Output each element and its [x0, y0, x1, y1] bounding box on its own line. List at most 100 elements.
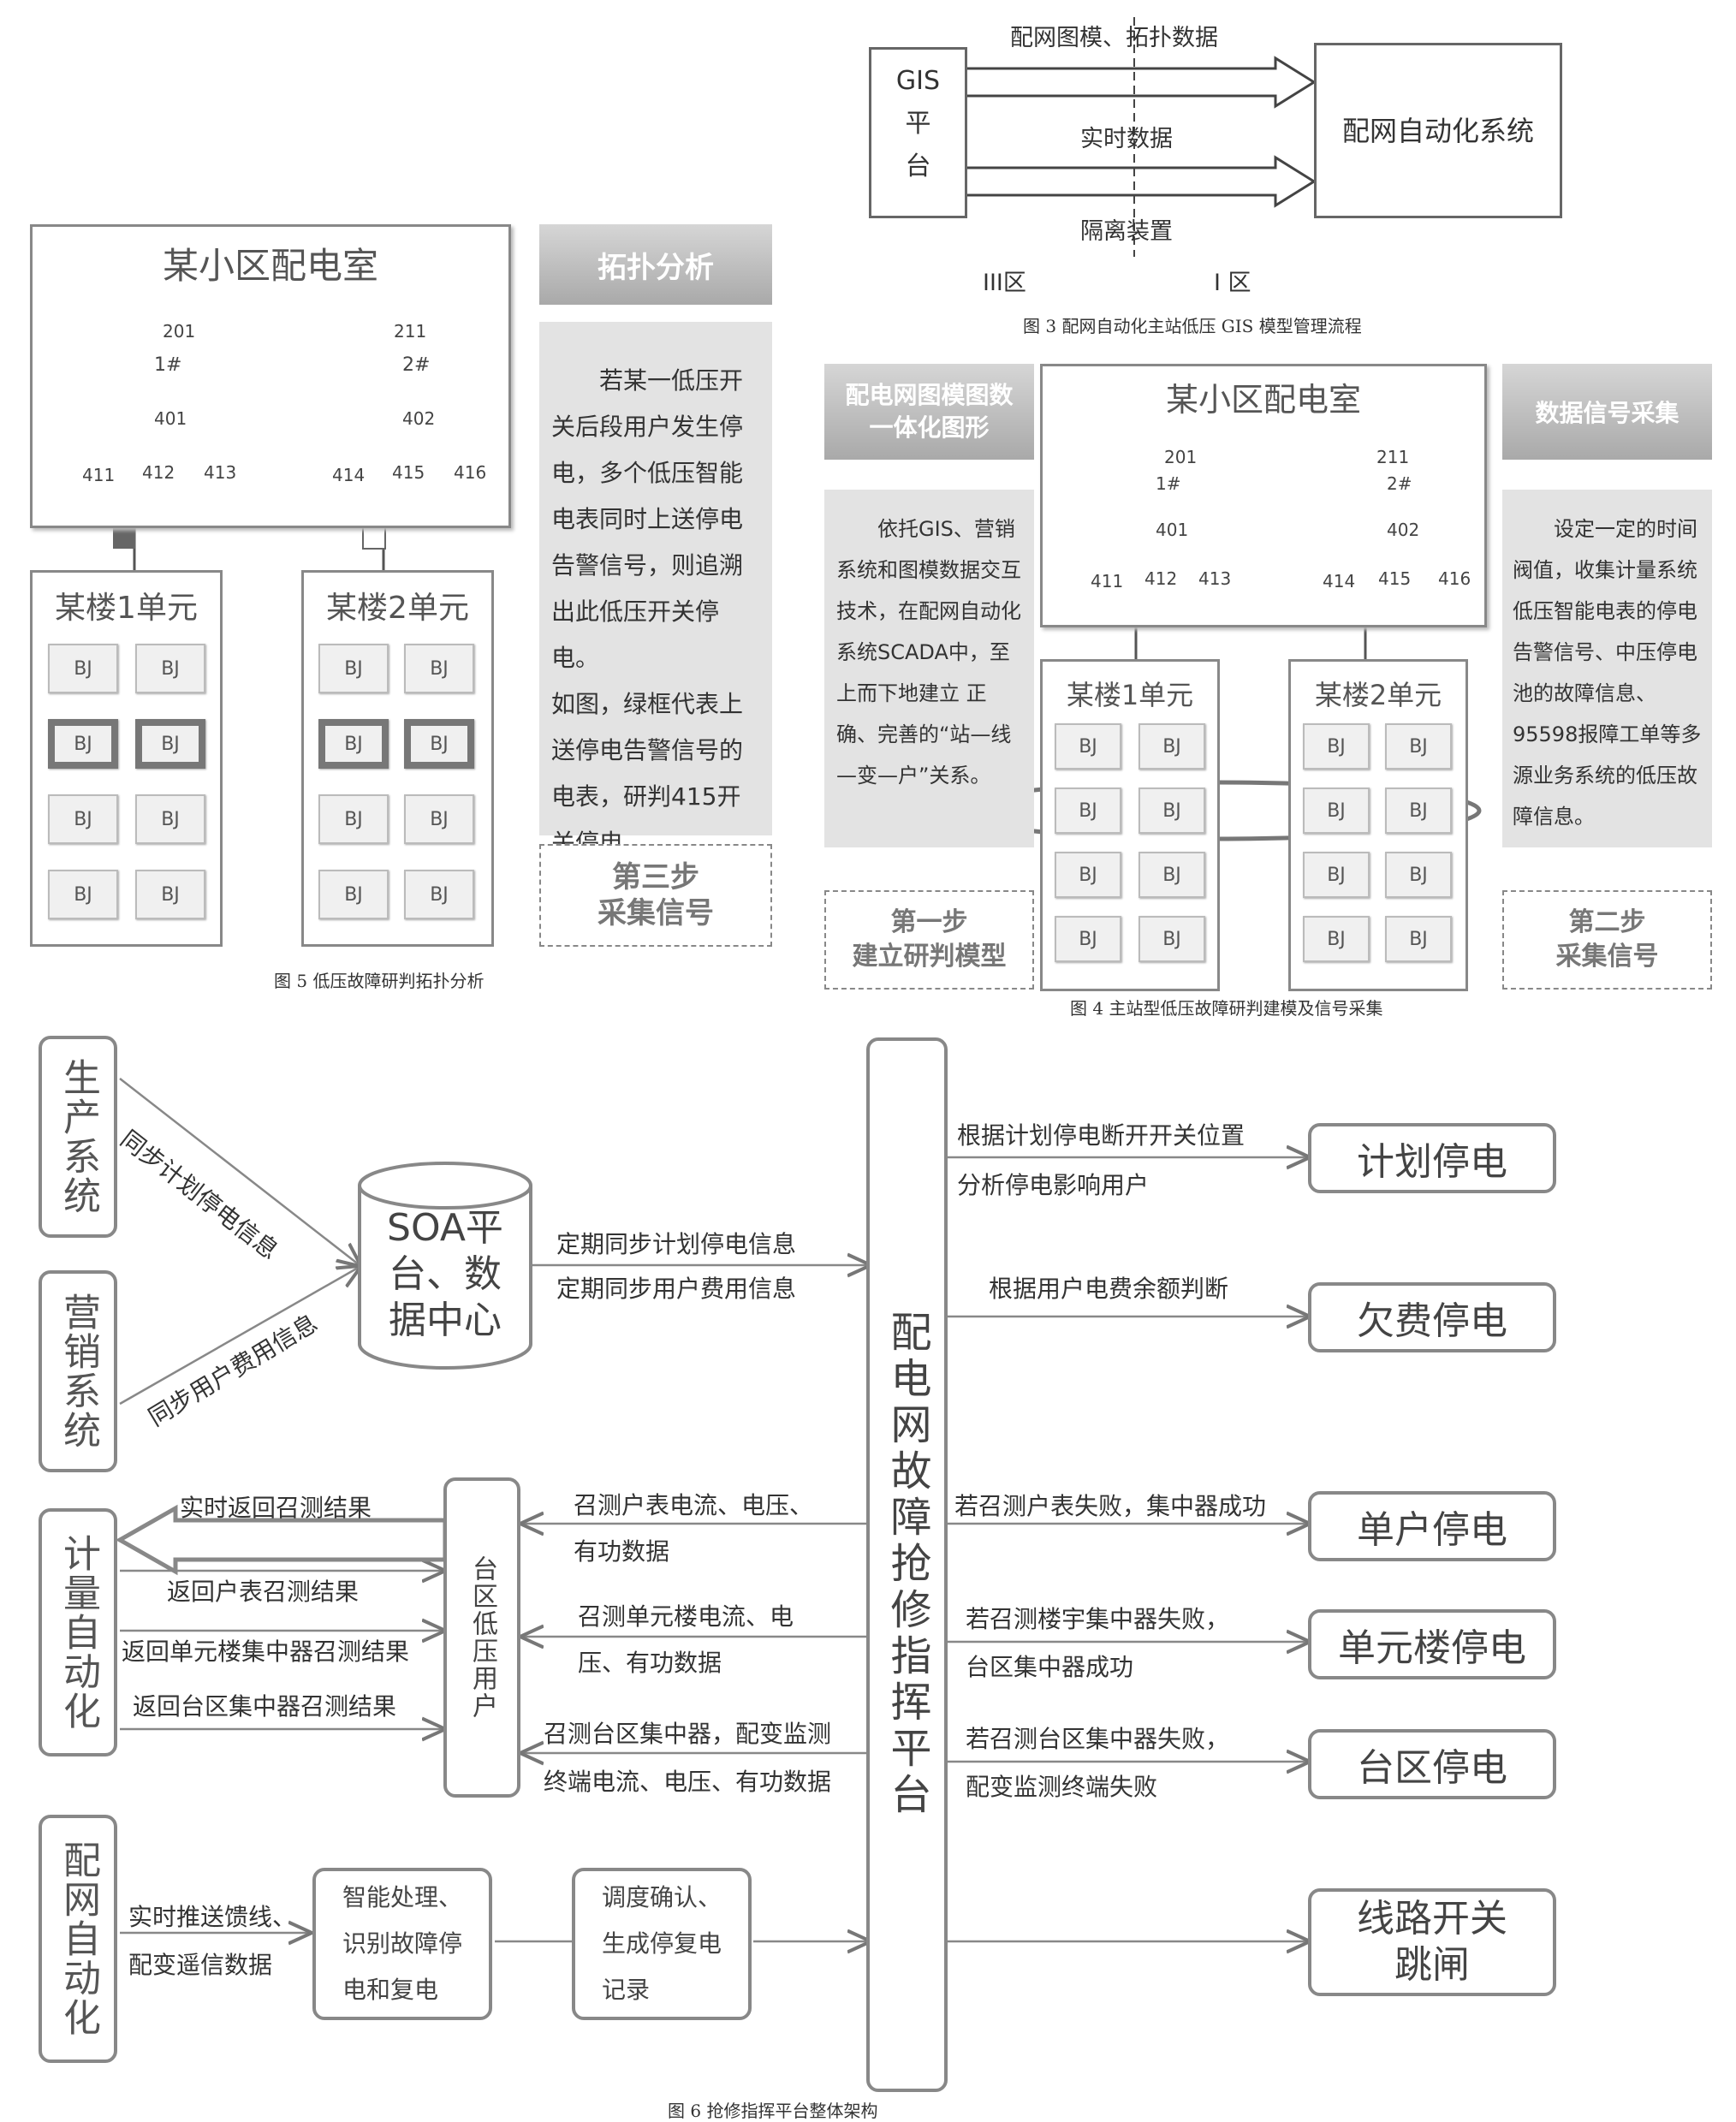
- smart-processing-box: 智能处理、 识别故障停 电和复电: [312, 1868, 492, 2020]
- fig5-unit-1-title: 某楼1单元: [55, 591, 198, 626]
- fig5-distribution-room: 某小区配电室: [30, 224, 511, 528]
- realtime-data-label: 实时数据: [1080, 126, 1173, 152]
- condition-planned-label: 根据计划停电断开开关位置 分析停电影响用户: [957, 1121, 1246, 1199]
- smart-meter: BJ: [1139, 916, 1205, 962]
- fig5-room-title: 某小区配电室: [162, 245, 378, 287]
- smart-meter: BJ: [404, 870, 474, 919]
- smart-meter: BJ: [1055, 788, 1121, 834]
- fig5-topology-analysis-header: 拓扑分析: [539, 224, 772, 305]
- fig4-label-t2: 2#: [1387, 473, 1412, 494]
- fig4-label-416: 416: [1438, 568, 1471, 589]
- zone-3-label: III区: [983, 270, 1026, 296]
- fig4-label-411: 411: [1091, 571, 1124, 591]
- fig5-label-t1: 1#: [154, 354, 182, 376]
- fig4-room-title: 某小区配电室: [1165, 381, 1361, 419]
- fig4-label-413: 413: [1198, 568, 1232, 589]
- smart-meter: BJ: [404, 644, 474, 693]
- figure-5-caption: 图 5 低压故障研判拓扑分析: [274, 971, 485, 991]
- call-area-label: 召测台区集中器，配变监测 终端电流、电压、有功数据: [544, 1720, 832, 1796]
- smart-meter: BJ: [1055, 723, 1121, 770]
- gis-platform-box: GIS 平 台: [869, 47, 967, 218]
- smart-meter: BJ: [48, 870, 118, 919]
- smart-meter: BJ: [1303, 916, 1370, 962]
- distribution-automation-system-box: 配网自动化系统: [1314, 43, 1562, 218]
- condition-single-label: 若召测户表失败，集中器成功: [954, 1492, 1267, 1520]
- fig4-label-t1: 1#: [1156, 473, 1181, 494]
- distribution-automation-system-label: 配网自动化系统: [1341, 115, 1534, 147]
- fig4-left-text-panel: 依托GIS、营销系统和图模数据交互技术，在配网自动化系统SCADA中，至上而下地…: [824, 490, 1034, 847]
- fig5-label-211: 211: [394, 321, 427, 342]
- outcome-line-switch-trip: 线路开关 跳闸: [1308, 1888, 1556, 1996]
- fig4-unit-1-title: 某楼1单元: [1066, 679, 1194, 711]
- distribution-automation-box: 配网自动化: [39, 1815, 117, 2063]
- call-unit-label: 召测单元楼电流、电 压、有功数据: [578, 1602, 794, 1677]
- condition-unit-label: 若召测楼宇集中器失败， 台区集中器成功: [966, 1605, 1230, 1681]
- fig4-label-402: 402: [1387, 520, 1420, 540]
- fig4-unit-2-title: 某楼2单元: [1314, 679, 1442, 711]
- fig4-step-1-box: 第一步 建立研判模型: [824, 890, 1034, 990]
- dispatch-confirm-box: 调度确认、 生成停复电 记录: [572, 1868, 752, 2020]
- smart-meter: BJ: [1385, 723, 1452, 770]
- return-meter-label: 返回户表召测结果: [167, 1578, 360, 1606]
- figure-3-caption: 图 3 配网自动化主站低压 GIS 模型管理流程: [1023, 316, 1362, 336]
- outcome-arrears-outage: 欠费停电: [1308, 1282, 1556, 1352]
- fig5-label-413: 413: [204, 462, 237, 483]
- smart-meter: BJ: [318, 794, 389, 844]
- smart-meter: BJ: [318, 719, 389, 769]
- production-system-box: 生产系统: [39, 1036, 117, 1238]
- smart-meter: BJ: [1303, 788, 1370, 834]
- smart-meter: BJ: [404, 719, 474, 769]
- smart-meter: BJ: [1303, 723, 1370, 770]
- condition-arrears-label: 根据用户电费余额判断: [989, 1275, 1229, 1303]
- fault-repair-command-platform: 配电网故障抢修指挥平台: [866, 1037, 948, 2092]
- periodic-plan-label: 定期同步计划停电信息: [556, 1230, 797, 1258]
- fig5-label-401: 401: [154, 408, 187, 429]
- smart-meter: BJ: [1139, 852, 1205, 898]
- realtime-return-label: 实时返回召测结果: [180, 1494, 372, 1522]
- smart-meter: BJ: [1055, 852, 1121, 898]
- smart-meter: BJ: [135, 794, 205, 844]
- zone-1-label: I 区: [1214, 270, 1251, 296]
- return-unit-label: 返回单元楼集中器召测结果: [122, 1638, 410, 1666]
- gis-platform-label: GIS 平 台: [895, 66, 941, 181]
- fig4-label-201: 201: [1164, 447, 1198, 467]
- push-telesignal-label: 实时推送馈线、 配变遥信数据: [128, 1903, 297, 1979]
- fig5-unit-2-title: 某楼2单元: [326, 591, 469, 626]
- smart-meter: BJ: [1385, 788, 1452, 834]
- return-area-label: 返回台区集中器召测结果: [133, 1692, 397, 1721]
- fig5-label-414: 414: [332, 465, 366, 485]
- outcome-planned-outage: 计划停电: [1308, 1123, 1556, 1193]
- isolation-device-label: 隔离装置: [1080, 218, 1173, 245]
- outcome-single-household-outage: 单户停电: [1308, 1491, 1556, 1561]
- fig4-label-211: 211: [1376, 447, 1410, 467]
- smart-meter: BJ: [135, 644, 205, 693]
- smart-meter: BJ: [1055, 916, 1121, 962]
- smart-meter: BJ: [1139, 723, 1205, 770]
- figure-6-caption: 图 6 抢修指挥平台整体架构: [668, 2101, 878, 2121]
- fig5-label-412: 412: [142, 462, 175, 483]
- metering-automation-box: 计量自动化: [39, 1508, 117, 1756]
- fig5-label-402: 402: [402, 408, 436, 429]
- fig4-signal-collection-header: 数据信号采集: [1502, 364, 1712, 460]
- fig4-right-text-panel: 设定一定的时间阀值，收集计量系统低压智能电表的停电告警信号、中压停电池的故障信息…: [1502, 490, 1712, 847]
- smart-meter: BJ: [1385, 916, 1452, 962]
- marketing-system-box: 营销系统: [39, 1270, 117, 1472]
- fig5-label-415: 415: [392, 462, 425, 483]
- fig4-label-415: 415: [1378, 568, 1412, 589]
- area-low-voltage-users-box: 台区低压用户: [443, 1477, 520, 1798]
- condition-area-label: 若召测台区集中器失败， 配变监测终端失败: [966, 1725, 1230, 1801]
- soa-data-center-label: SOA平 台、数 据中心: [387, 1206, 503, 1342]
- fig4-step-2-box: 第二步 采集信号: [1502, 890, 1712, 990]
- periodic-fee-label: 定期同步用户费用信息: [556, 1275, 797, 1303]
- smart-meter: BJ: [135, 719, 205, 769]
- fig4-label-412: 412: [1144, 568, 1178, 589]
- smart-meter: BJ: [318, 644, 389, 693]
- fig4-distribution-room: 某小区配电室: [1040, 364, 1487, 627]
- fig4-graphic-model-header: 配电网图模图数 一体化图形: [824, 364, 1034, 460]
- smart-meter: BJ: [318, 870, 389, 919]
- fig5-step-3-box: 第三步 采集信号: [539, 844, 772, 947]
- smart-meter: BJ: [48, 794, 118, 844]
- smart-meter: BJ: [1303, 852, 1370, 898]
- fig5-label-t2: 2#: [402, 354, 431, 376]
- fig4-label-414: 414: [1323, 571, 1356, 591]
